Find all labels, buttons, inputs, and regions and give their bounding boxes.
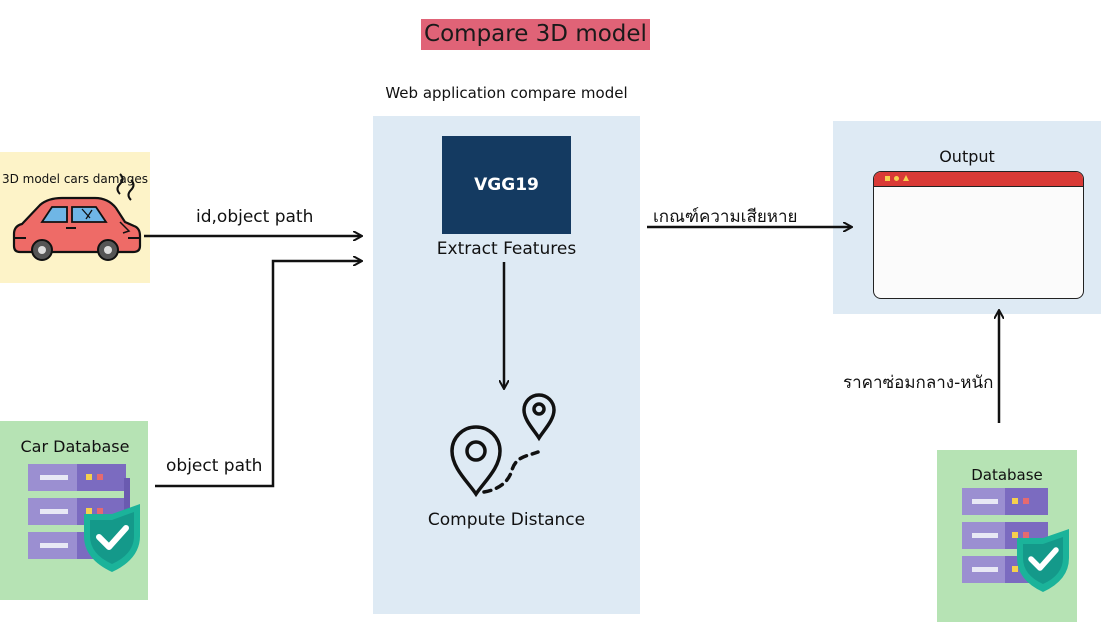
arrow-db-to-app [155, 261, 361, 488]
extract-features-label: Extract Features [436, 239, 577, 259]
database-label: Database [971, 466, 1043, 484]
server-shield-icon [28, 464, 140, 572]
web-app-label: Web application compare model [385, 84, 628, 102]
diagram-title: Compare 3D model [421, 19, 650, 50]
server-shield-icon [962, 488, 1069, 592]
window-dot [903, 175, 909, 181]
window-dot [885, 176, 890, 181]
edge-label-app-to-output: เกณฑ์ความเสียหาย [653, 207, 798, 227]
output-label: Output [939, 147, 995, 166]
compute-distance-label: Compute Distance [427, 510, 586, 530]
car-source-label: 3D model cars damages [1, 172, 149, 186]
window-dot [894, 176, 899, 181]
edge-label-car-to-app: id,object path [196, 207, 314, 227]
edge-label-db-to-output: ราคาซ่อมกลาง-หนัก [843, 373, 994, 393]
edge-label-db-to-app: object path [166, 456, 263, 476]
browser-window-icon [873, 171, 1084, 299]
vgg19-block: VGG19 [442, 136, 571, 234]
damaged-car-icon [12, 173, 142, 261]
car-database-label: Car Database [20, 437, 130, 456]
route-distance-icon [450, 393, 556, 498]
window-title-bar [874, 172, 1083, 187]
